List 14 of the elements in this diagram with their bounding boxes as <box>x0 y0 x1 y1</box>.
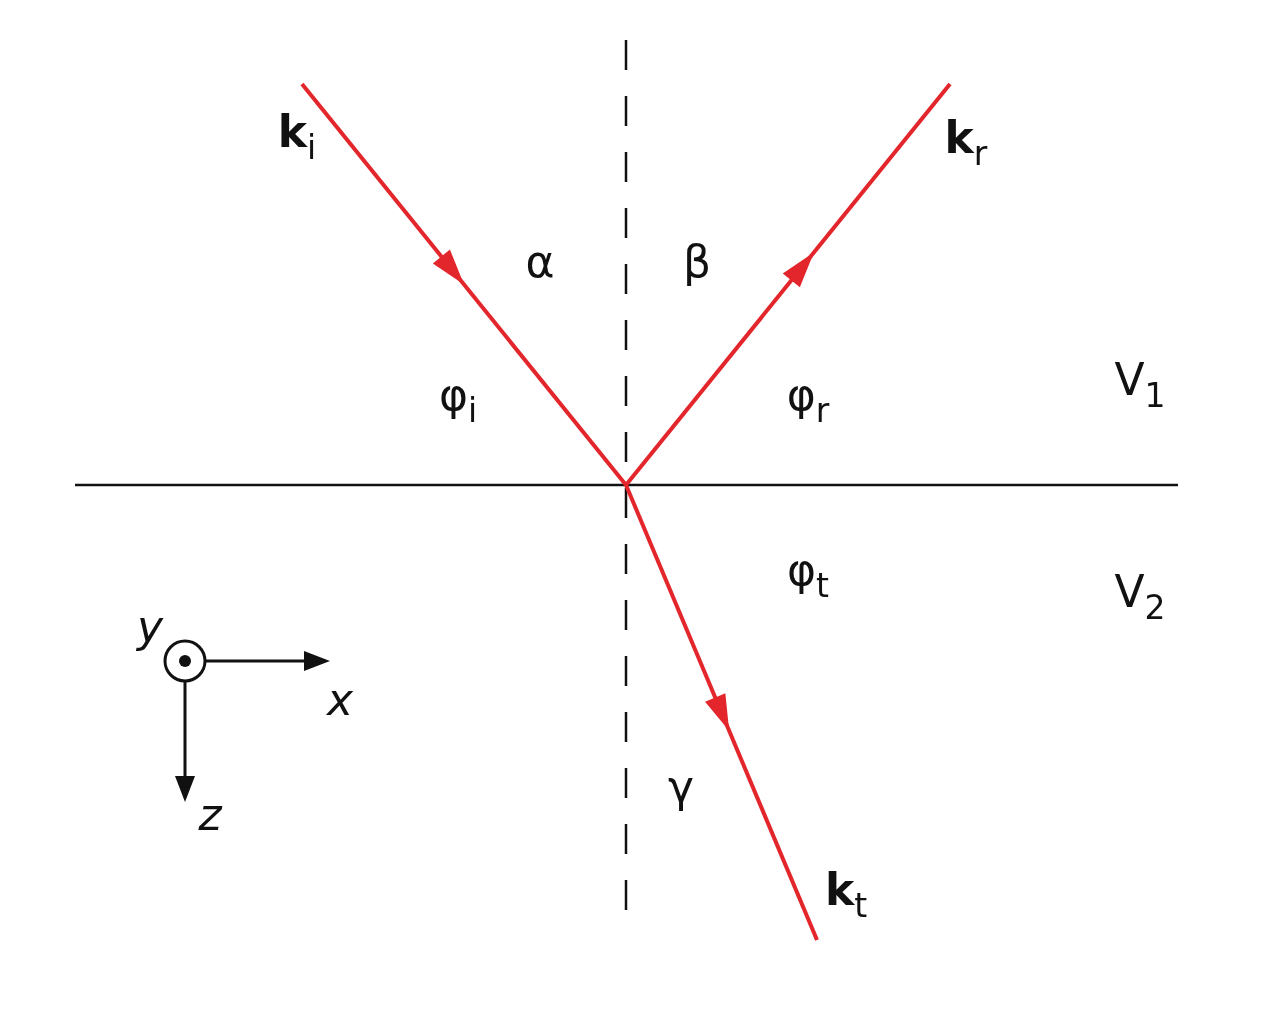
angle-label: γ <box>668 765 694 809</box>
angle-label: α <box>525 240 555 284</box>
vector-label: k$_{r}$ <box>944 116 988 170</box>
axis-label: y <box>137 605 163 649</box>
medium-label: V$_{2}$ <box>1114 570 1166 624</box>
medium-label: V$_{1}$ <box>1114 358 1166 412</box>
angle-label: φ$_{r}$ <box>786 373 830 427</box>
axis-label: z <box>198 793 222 837</box>
angle-label: φ$_{t}$ <box>787 548 829 602</box>
angle-label: β <box>682 240 712 284</box>
vector-label: k$_{t}$ <box>824 868 868 922</box>
axis-label: x <box>327 678 353 722</box>
vector-label: k$_{i}$ <box>277 110 317 164</box>
angle-label: φ$_{i}$ <box>438 373 478 427</box>
